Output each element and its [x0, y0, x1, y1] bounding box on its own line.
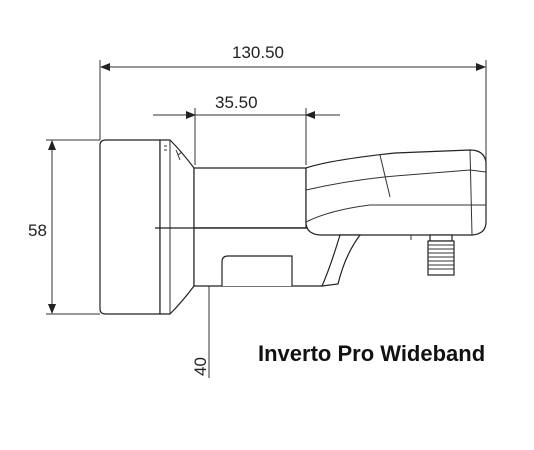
- lower-window: [221, 255, 293, 286]
- neck-length-dimension: 35.50: [153, 93, 340, 165]
- head-diameter-dimension: 58: [28, 139, 100, 315]
- f-connector: [410, 234, 455, 276]
- main-housing: [305, 149, 487, 236]
- feedhorn-cap: [99, 139, 161, 315]
- neck-diameter-label: 40: [191, 357, 210, 376]
- neck-length-label: 35.50: [215, 93, 258, 112]
- housing-crease-line: [305, 169, 487, 191]
- feedhorn-ring: [159, 139, 195, 315]
- support-arm: [321, 234, 362, 287]
- lnb-body: [99, 139, 487, 315]
- f-connector-body: [427, 240, 455, 276]
- ring-grip-marks: [164, 145, 183, 161]
- head-diameter-label: 58: [28, 221, 47, 240]
- f-connector-base: [429, 234, 453, 242]
- housing-rear-edge: [469, 149, 473, 236]
- housing-lower-line: [305, 204, 486, 223]
- product-title: Inverto Pro Wideband: [258, 341, 485, 366]
- housing-panel-line: [379, 154, 391, 198]
- f-connector-threads: [428, 244, 454, 270]
- overall-length-dimension: 130.50: [99, 43, 487, 165]
- neck-tube-upper: [193, 167, 307, 229]
- overall-length-label: 130.50: [232, 43, 284, 62]
